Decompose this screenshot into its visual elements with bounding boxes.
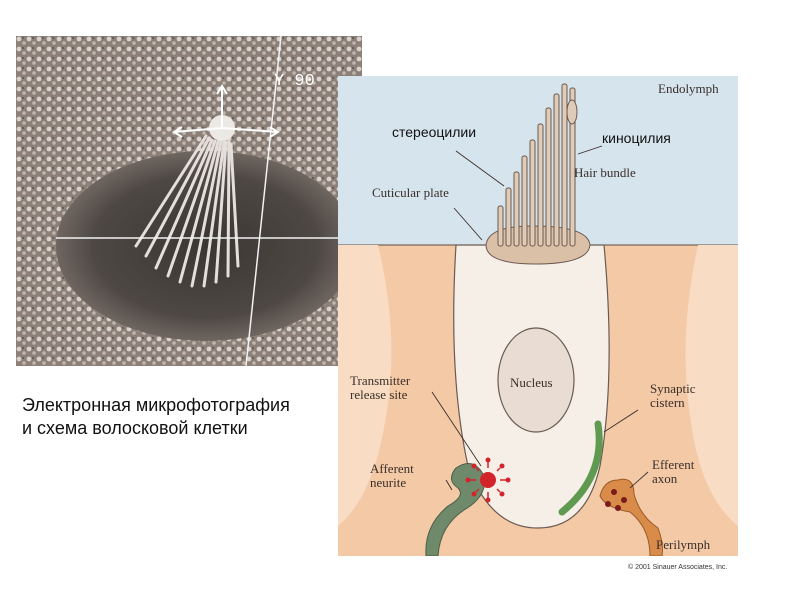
transmitter-release-site — [465, 457, 511, 503]
afferent-neurite — [425, 463, 486, 556]
perilymph-label: Perilymph — [656, 537, 711, 552]
synaptic-cistern — [558, 420, 603, 516]
caption-line-2: и схема волосковой клетки — [22, 418, 248, 438]
micrograph-scale-label: Y 90 — [274, 72, 315, 91]
hair-bundle-label: Hair bundle — [574, 165, 636, 180]
stereocilia-label: стереоцилии — [392, 124, 477, 140]
nucleus-label: Nucleus — [510, 375, 553, 390]
efferent-axon — [599, 478, 663, 556]
copyright-notice: © 2001 Sinauer Associates, Inc. — [628, 564, 728, 571]
electron-micrograph: Y 90 — [16, 36, 362, 366]
transmitter-label-line1: Transmitter — [350, 373, 411, 388]
transmitter-label-line2: release site — [350, 387, 408, 402]
slide-caption: Электронная микрофотография и схема воло… — [22, 394, 342, 440]
kinocilium-label: киноцилия — [602, 130, 671, 146]
synaptic-cistern-label-line1: Synaptic — [650, 381, 696, 396]
endolymph-label: Endolymph — [658, 81, 719, 96]
hair-cell-drawing — [338, 76, 738, 556]
efferent-label-line1: Efferent — [652, 457, 695, 472]
efferent-label-line2: axon — [652, 471, 678, 486]
micrograph-image — [16, 36, 362, 366]
caption-line-1: Электронная микрофотография — [22, 395, 290, 415]
afferent-label-line2: neurite — [370, 475, 407, 490]
synaptic-cistern-label-line2: cistern — [650, 395, 685, 410]
hair-bundle — [497, 83, 578, 247]
afferent-label-line1: Afferent — [370, 461, 414, 476]
nucleus — [497, 327, 575, 433]
cuticular-plate-label: Cuticular plate — [372, 185, 449, 200]
hair-cell-diagram: Endolymph стереоцилии киноцилия Hair bun… — [338, 76, 738, 556]
